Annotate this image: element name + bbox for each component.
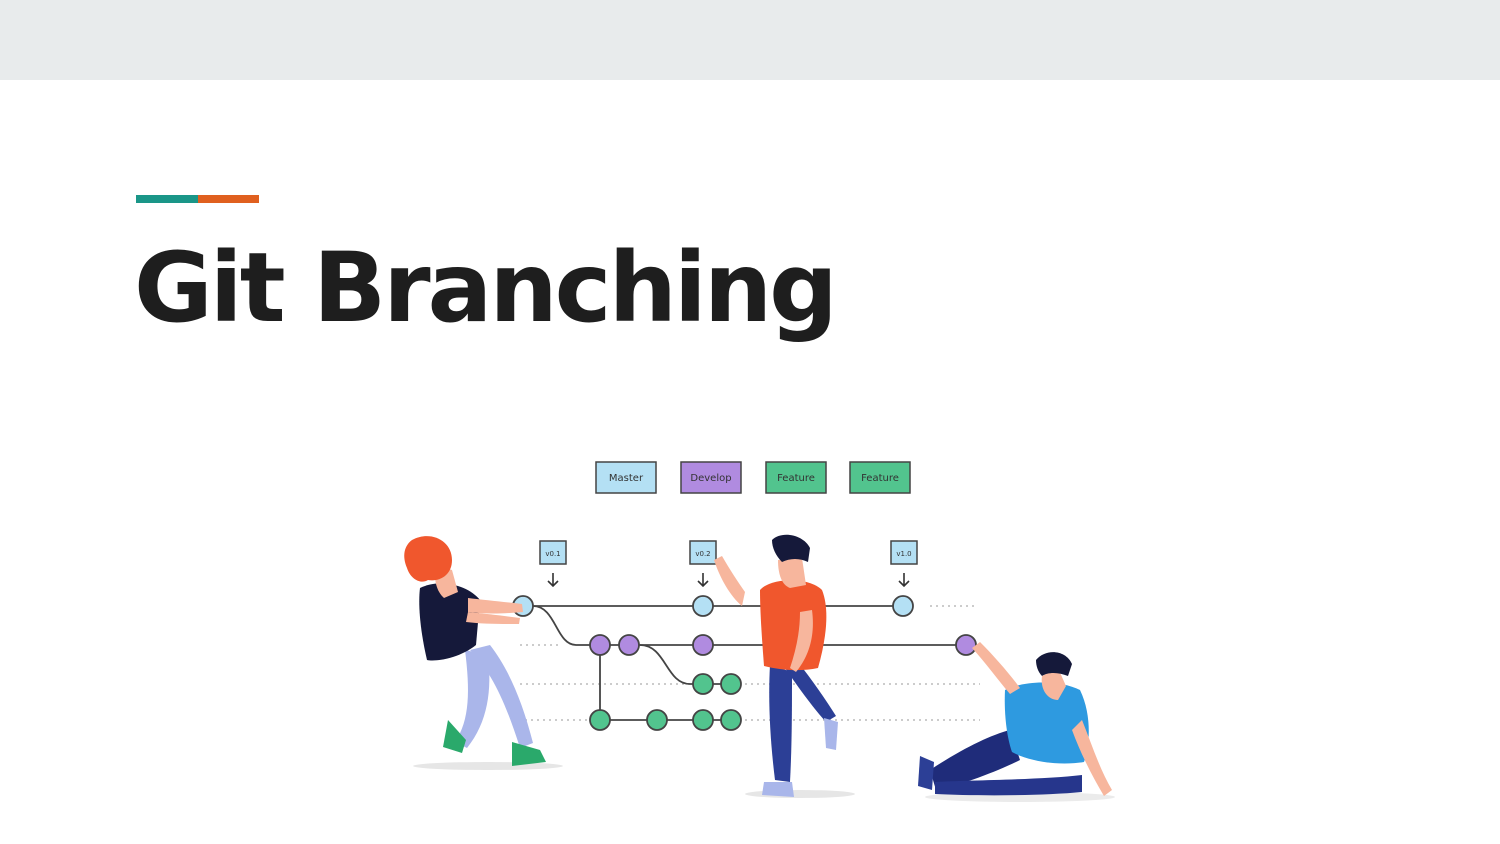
develop-to-feature-curve [639,644,691,685]
commit-master-3 [892,595,914,617]
branch-label-feature-1-text: Feature [777,473,815,484]
branch-label-feature-2-text: Feature [861,473,899,484]
person-left-pulling [404,536,546,766]
tag-v0-2-arrow-icon [697,573,709,588]
commit-feature-b-4 [720,709,742,731]
commit-develop-2 [618,634,640,656]
commit-develop-1 [589,634,611,656]
commit-master-2 [692,595,714,617]
person-right-sitting [918,642,1112,796]
slide-title: Git Branching [134,232,838,344]
commit-develop-4 [955,634,977,656]
tag-v0-1: v0.1 [539,540,567,588]
tag-v0-2-text: v0.2 [695,550,710,558]
commit-feature-b-1 [589,709,611,731]
branch-label-master: Master [595,461,657,494]
person-middle-standing [714,534,838,797]
commit-feature-a-2 [720,673,742,695]
top-bar [0,0,1500,80]
branch-lines [523,605,966,721]
ground-shadow-middle [745,790,855,798]
branch-label-master-text: Master [609,473,644,484]
title-accent-orange [198,195,259,203]
commit-feature-b-3 [692,709,714,731]
tag-v0-1-arrow-icon [547,573,559,588]
tag-v1-0-arrow-icon [898,573,910,588]
branch-label-feature-1: Feature [765,461,827,494]
git-branching-illustration: Master Develop Feature Feature v0.1 v0.2… [404,461,1115,802]
ground-shadow-left [413,762,563,770]
branch-label-feature-2: Feature [849,461,911,494]
tag-v1-0-text: v1.0 [896,550,911,558]
branch-label-develop: Develop [680,461,742,494]
tag-v0-2: v0.2 [689,540,717,588]
title-accent-teal [136,195,198,203]
tag-v0-1-text: v0.1 [545,550,560,558]
commit-develop-3 [692,634,714,656]
dotted-guides [520,605,980,721]
master-to-develop-curve [532,605,600,646]
commit-nodes [512,595,977,731]
commit-feature-a-1 [692,673,714,695]
tag-v1-0: v1.0 [890,540,918,588]
branch-label-develop-text: Develop [690,473,731,484]
commit-feature-b-2 [646,709,668,731]
